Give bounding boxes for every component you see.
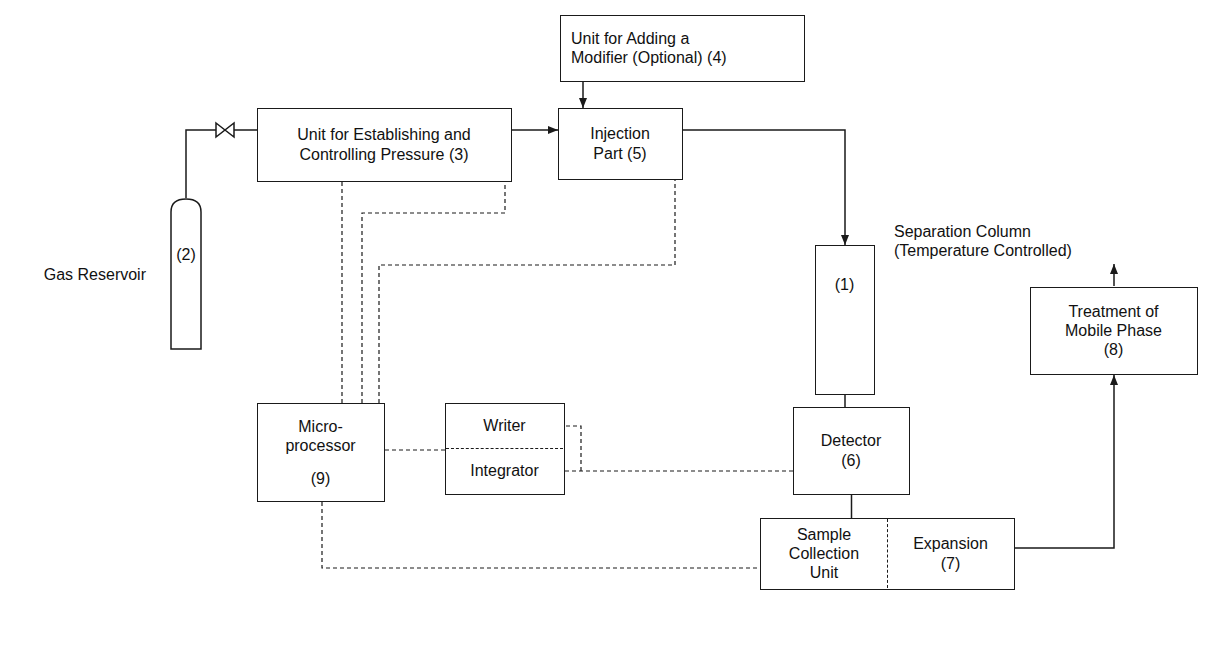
cylinder-shape xyxy=(171,199,201,349)
flow-line xyxy=(1015,375,1114,548)
collection-expansion-box: Sample Collection Unit Expansion (7) xyxy=(760,518,1015,590)
text-slot: Separation Column (Temperature Controlle… xyxy=(894,218,1094,264)
text-slot: Micro- processor xyxy=(258,410,383,462)
signal-line xyxy=(341,182,342,403)
writer-link-dashed xyxy=(566,426,581,471)
signal-line xyxy=(379,180,675,403)
node-label: Writer xyxy=(483,416,525,435)
separation-column: Separation Column (Temperature Controlle… xyxy=(815,245,875,395)
detector-box: Detector (6) xyxy=(793,407,910,495)
text-slot: Detector (6) xyxy=(794,408,908,493)
node-label: Injection Part (5) xyxy=(580,124,660,162)
writer-integrator-box: WriterIntegrator xyxy=(445,403,565,495)
text-slot: Sample Collection Unit xyxy=(761,519,887,588)
treatment-box: Treatment of Mobile Phase (8) xyxy=(1030,287,1198,375)
flow-line xyxy=(512,129,558,131)
text-slot: Gas Reservoir xyxy=(16,260,146,290)
modifier-unit-box: Unit for Adding a Modifier (Optional) (4… xyxy=(560,15,805,82)
dashed-divider xyxy=(446,448,563,449)
node-label: Treatment of Mobile Phase (8) xyxy=(1059,302,1169,360)
text-slot: Integrator xyxy=(446,449,563,493)
signal-line xyxy=(385,449,445,450)
dashed-divider xyxy=(887,519,888,588)
signal-line xyxy=(322,502,760,568)
pressure-unit-box: Unit for Establishing and Controlling Pr… xyxy=(257,108,512,182)
node-label: Detector (6) xyxy=(814,431,889,469)
text-slot: (9) xyxy=(258,462,383,496)
valve-symbol xyxy=(216,123,234,137)
injection-box: Injection Part (5) xyxy=(558,108,683,180)
node-label: Unit for Adding a Modifier (Optional) (4… xyxy=(571,29,746,67)
text-slot: (1) xyxy=(816,270,873,300)
text-slot: Expansion (7) xyxy=(888,519,1013,588)
node-label: (9) xyxy=(311,469,331,488)
node-label: Expansion (7) xyxy=(906,534,996,572)
flow-line xyxy=(186,130,257,198)
node-label: Micro- processor xyxy=(276,417,366,455)
cylinder-outline xyxy=(170,198,202,350)
outside-label: Separation Column (Temperature Controlle… xyxy=(894,222,1094,260)
node-label: (1) xyxy=(835,275,855,294)
text-slot: Injection Part (5) xyxy=(559,109,681,178)
node-label: Unit for Establishing and Controlling Pr… xyxy=(279,125,489,163)
node-label: Sample Collection Unit xyxy=(776,525,872,583)
node-label: Integrator xyxy=(470,461,538,480)
signal-line xyxy=(565,470,793,471)
signal-line xyxy=(362,182,505,403)
gas-cylinder: Gas Reservoir(2) xyxy=(170,198,202,350)
flow-line xyxy=(851,495,853,518)
outside-label: Gas Reservoir xyxy=(44,265,146,284)
flow-line xyxy=(582,82,584,108)
text-slot: (2) xyxy=(170,240,202,270)
text-slot: Treatment of Mobile Phase (8) xyxy=(1031,288,1196,373)
exhaust-arrow xyxy=(1113,264,1115,286)
microprocessor-box: Micro- processor (9) xyxy=(257,403,385,502)
flow-line xyxy=(844,395,846,407)
node-label: (2) xyxy=(176,245,196,264)
text-slot: Unit for Establishing and Controlling Pr… xyxy=(258,109,510,180)
flow-line xyxy=(683,130,845,245)
text-slot: Writer xyxy=(446,404,563,448)
text-slot: Unit for Adding a Modifier (Optional) (4… xyxy=(571,16,796,80)
